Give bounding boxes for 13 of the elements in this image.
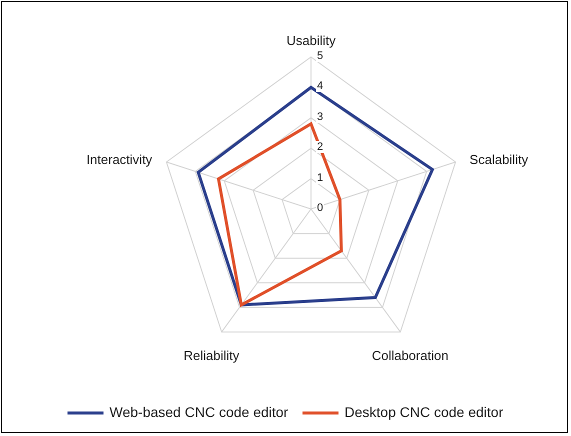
legend-label: Web-based CNC code editor (110, 404, 288, 420)
tick-label: 2 (316, 141, 324, 154)
legend-label: Desktop CNC code editor (344, 404, 504, 420)
axis-label: Scalability (470, 152, 528, 168)
axis-label: Interactivity (86, 152, 152, 168)
tick-label: 0 (316, 202, 324, 214)
axis-label: Usability (286, 33, 336, 48)
axis-label: Reliability (184, 348, 240, 363)
tick-label: 3 (316, 110, 324, 123)
tick-label: 4 (316, 80, 324, 92)
axis-label: Collaboration (372, 348, 448, 363)
tick-label: 5 (316, 50, 324, 62)
tick-label: 1 (316, 172, 324, 184)
